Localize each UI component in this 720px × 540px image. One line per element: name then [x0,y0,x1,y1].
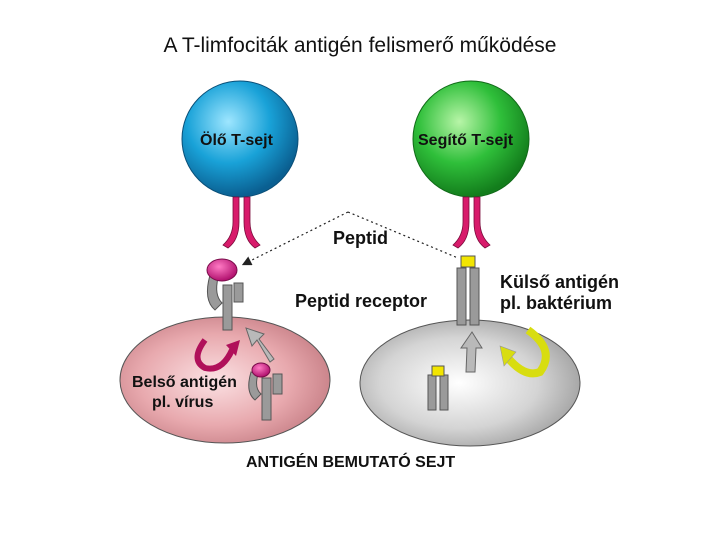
killer-t-cell-label: Ölő T-sejt [200,132,273,149]
external-antigen-curve-arrowhead [499,345,517,367]
helper-t-cell-label: Segítő T-sejt [418,132,514,149]
helper-t-cell [412,80,530,198]
peptide-pointer-left [241,211,349,266]
internal-antigen-label: Belső antigén [132,374,237,391]
external-antigen-label: Külső antigén [500,272,620,292]
diagram-title: A T-limfociták antigén felismerő működés… [163,34,557,57]
inner-peptide-right [431,365,445,377]
peptide-receptor-label: Peptid receptor [295,291,428,311]
internal-peptide [206,258,238,282]
internal-antigen-curve-arrow [194,338,235,372]
inner-receptor-right [427,374,449,411]
external-peptide [460,255,476,268]
external-transport-arrow [460,331,483,373]
inner-receptor-left [248,371,283,421]
inner-peptide-left [251,362,271,378]
internal-antigen-example-label: pl. vírus [152,394,214,411]
internal-peptide-receptor [206,274,244,331]
killer-t-cell-receptor [222,196,261,249]
external-antigen-curve-arrow [504,326,550,378]
killer-t-cell [181,80,299,198]
peptide-label: Peptid [333,228,389,248]
external-peptide-receptor [456,267,480,326]
internal-transport-arrow [245,327,275,363]
helper-t-cell-receptor [452,196,491,249]
presenting-cell-label: ANTIGÉN BEMUTATÓ SEJT [246,454,456,471]
internal-antigen-curve-arrowhead [226,340,240,356]
external-antigen-example-label: pl. baktérium [500,293,613,313]
